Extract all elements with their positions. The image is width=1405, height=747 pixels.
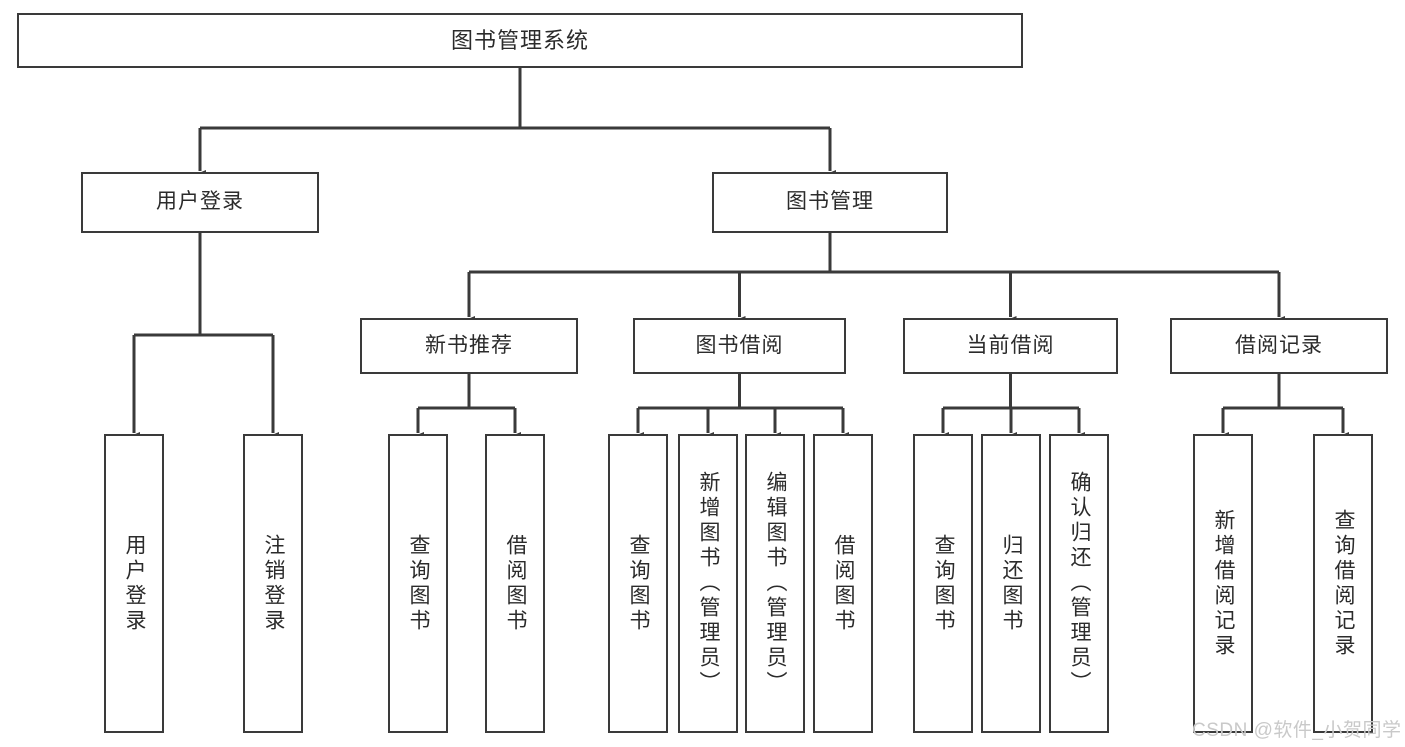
- node-l1-book[interactable]: 图书管理: [712, 172, 948, 233]
- node-label: 新增借阅记录: [1212, 508, 1236, 659]
- node-leaf-cur-query[interactable]: 查询图书: [913, 434, 973, 733]
- node-leaf-rec-add[interactable]: 新增借阅记录: [1193, 434, 1253, 733]
- node-l1-user[interactable]: 用户登录: [81, 172, 319, 233]
- node-leaf-br-borrow[interactable]: 借阅图书: [813, 434, 873, 733]
- node-root[interactable]: 图书管理系统: [17, 13, 1023, 68]
- node-l2-borrow[interactable]: 图书借阅: [633, 318, 846, 374]
- node-leaf-new-query[interactable]: 查询图书: [388, 434, 448, 733]
- node-l2-rec[interactable]: 借阅记录: [1170, 318, 1388, 374]
- node-label: 借阅图书: [504, 533, 528, 634]
- node-label: 编辑图书（管理员）: [764, 471, 788, 696]
- node-label: 注销登录: [262, 533, 286, 634]
- node-leaf-cur-confirm[interactable]: 确认归还（管理员）: [1049, 434, 1109, 733]
- node-l2-cur[interactable]: 当前借阅: [903, 318, 1118, 374]
- node-label: 借阅图书: [832, 533, 856, 634]
- node-leaf-br-query[interactable]: 查询图书: [608, 434, 668, 733]
- node-label: 图书借阅: [695, 333, 784, 357]
- node-label: 新增图书（管理员）: [697, 471, 721, 696]
- node-leaf-new-borrow[interactable]: 借阅图书: [485, 434, 545, 733]
- node-label: 查询图书: [407, 533, 431, 634]
- node-label: 查询借阅记录: [1332, 508, 1356, 659]
- node-l2-new[interactable]: 新书推荐: [360, 318, 578, 374]
- node-leaf-user-logout[interactable]: 注销登录: [243, 434, 303, 733]
- node-label: 用户登录: [156, 190, 244, 214]
- edge-group: [128, 68, 1349, 442]
- node-leaf-br-add[interactable]: 新增图书（管理员）: [678, 434, 738, 733]
- node-label: 图书管理系统: [450, 27, 589, 53]
- node-label: 新书推荐: [425, 333, 513, 357]
- node-label: 查询图书: [932, 533, 956, 634]
- node-label: 图书管理: [786, 190, 874, 214]
- node-label: 归还图书: [1000, 533, 1024, 634]
- node-label: 当前借阅: [966, 333, 1055, 357]
- node-label: 借阅记录: [1235, 333, 1323, 357]
- node-label: 确认归还（管理员）: [1068, 471, 1092, 696]
- node-label: 用户登录: [123, 533, 147, 634]
- node-leaf-cur-return[interactable]: 归还图书: [981, 434, 1041, 733]
- node-leaf-br-edit[interactable]: 编辑图书（管理员）: [745, 434, 805, 733]
- node-label: 查询图书: [627, 533, 651, 634]
- node-leaf-rec-query[interactable]: 查询借阅记录: [1313, 434, 1373, 733]
- node-leaf-user-login[interactable]: 用户登录: [104, 434, 164, 733]
